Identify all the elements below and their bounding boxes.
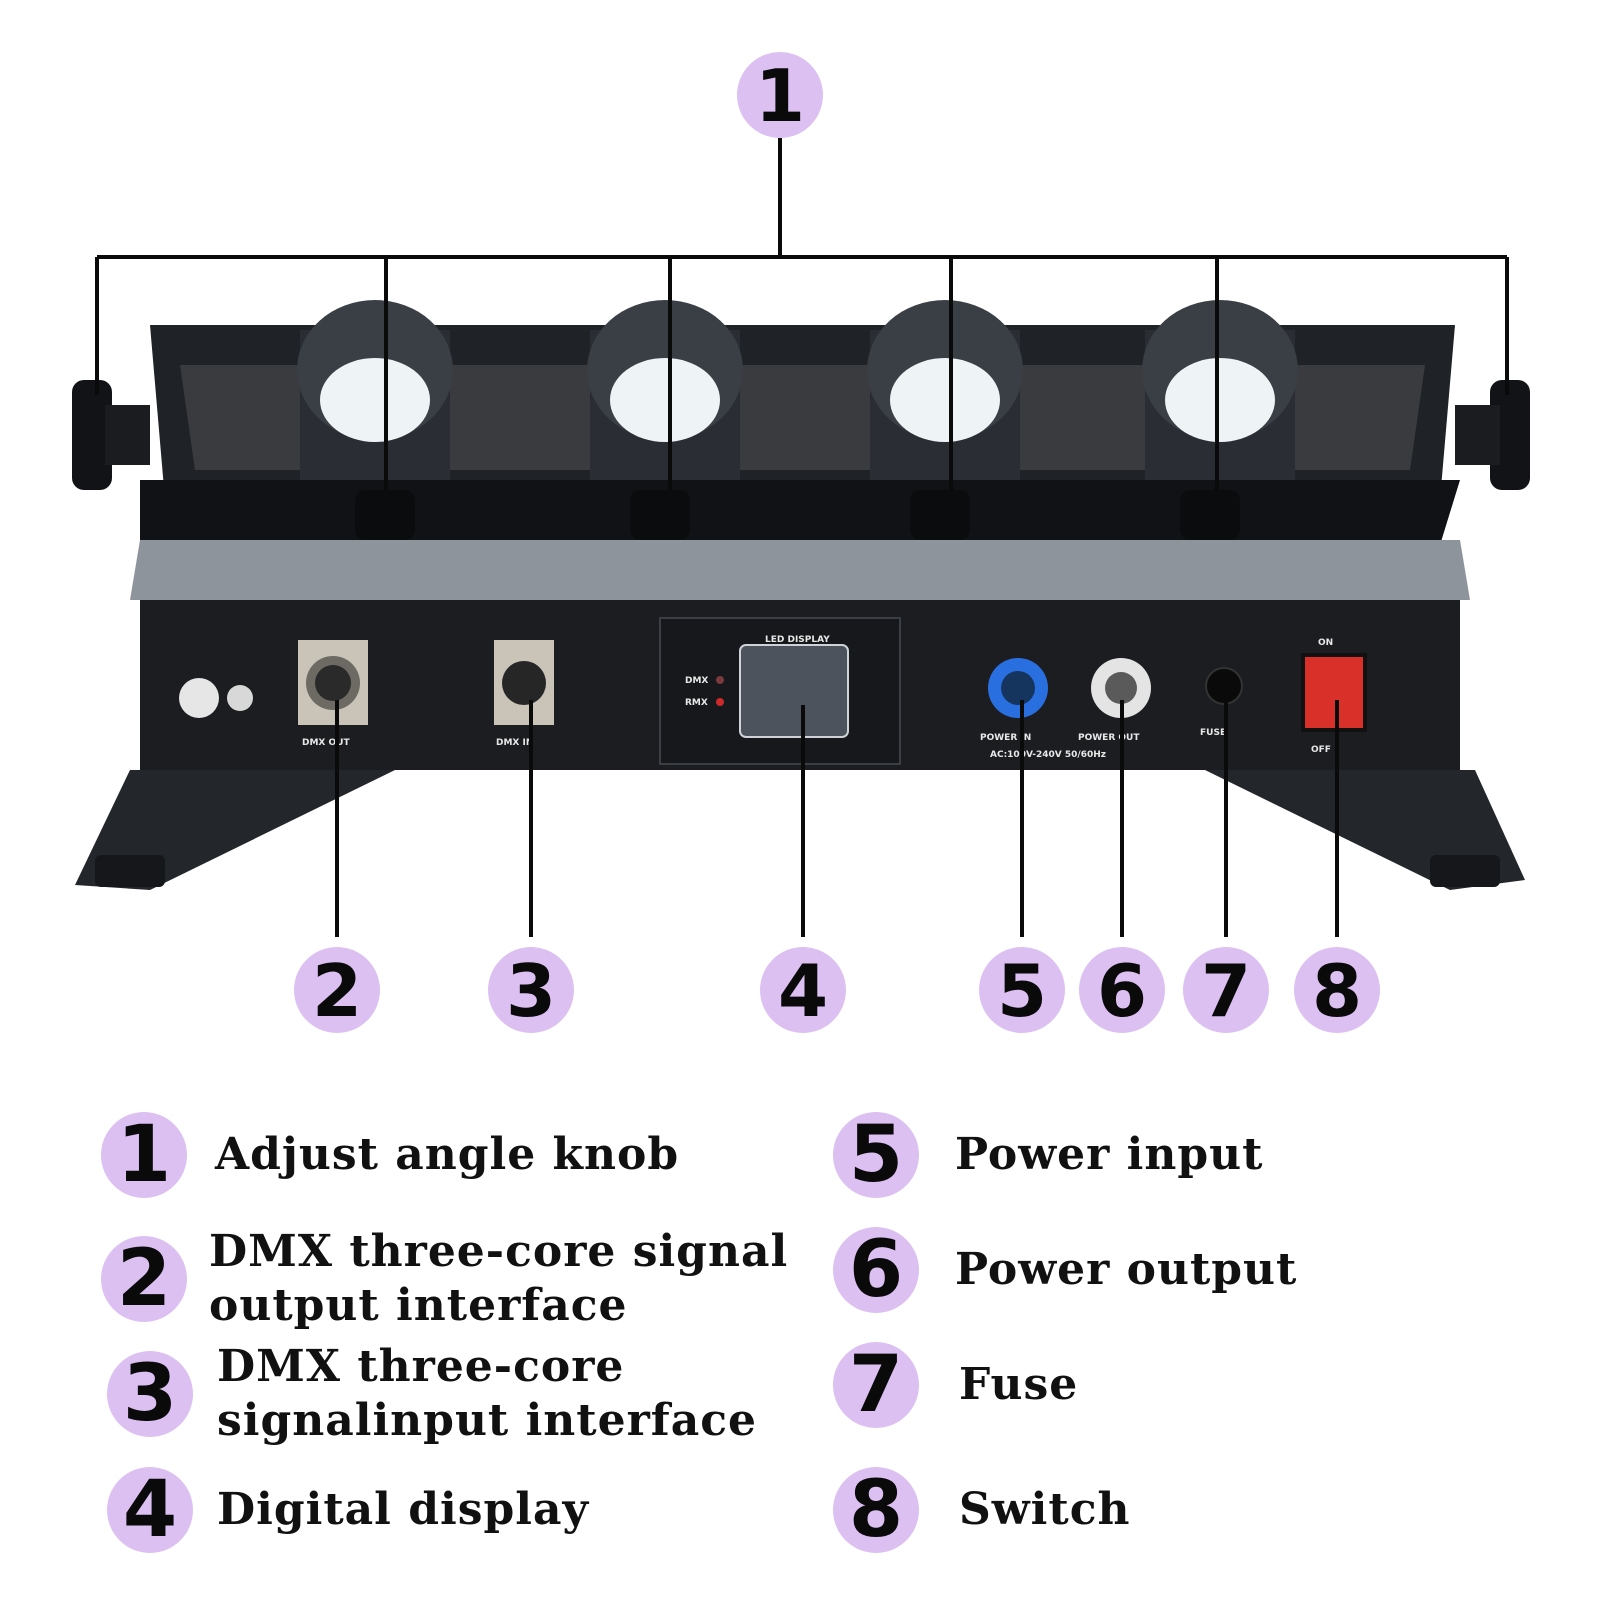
angle-knobs: [355, 490, 1240, 540]
power-in-label: POWER IN: [980, 733, 1031, 743]
legend-item-2: 2 DMX three-core signal output interface: [101, 1225, 788, 1333]
legend-item-6: 6 Power output: [833, 1225, 1297, 1315]
legend-line: DMX three-core signal: [209, 1226, 789, 1277]
legend-text: DMX three-core signalinput interface: [217, 1340, 757, 1448]
legend-item-1: 1 Adjust angle knob: [101, 1110, 679, 1200]
dmx-in-connector[interactable]: DMX IN: [494, 640, 554, 748]
legend-text: Fuse: [959, 1358, 1078, 1412]
side-knobs: [72, 380, 1530, 490]
legend-line: Digital display: [217, 1484, 590, 1535]
svg-text:8: 8: [1312, 949, 1362, 1033]
callout-badge-2: 2: [294, 947, 380, 1033]
svg-text:6: 6: [1097, 949, 1147, 1033]
power-switch[interactable]: ON OFF: [1301, 638, 1367, 755]
cert-sticker: [179, 678, 219, 718]
off-label: OFF: [1311, 745, 1331, 755]
rmx-led-label: RMX: [685, 698, 708, 708]
callout-badge-1: 1: [737, 52, 823, 138]
callout-badge-7: 7: [1183, 947, 1269, 1033]
callout-badge-4: 4: [760, 947, 846, 1033]
legend-line: Switch: [959, 1484, 1131, 1535]
svg-text:7: 7: [1201, 949, 1251, 1033]
legend-text: Adjust angle knob: [215, 1128, 679, 1182]
dmx-out-connector[interactable]: DMX OUT: [298, 640, 368, 748]
legend-number: 7: [833, 1340, 919, 1430]
voltage-label: AC:100V-240V 50/60Hz: [990, 750, 1106, 760]
yoke-bracket: [150, 325, 1455, 500]
legend-line: Adjust angle knob: [215, 1129, 680, 1180]
svg-text:5: 5: [997, 949, 1047, 1033]
legend-number: 5: [833, 1110, 919, 1200]
legend-item-4: 4 Digital display: [107, 1465, 589, 1555]
front-plate: [130, 480, 1470, 600]
svg-text:1: 1: [755, 54, 805, 138]
device-base: [75, 770, 1525, 890]
legend-item-7: 7 Fuse: [833, 1340, 1078, 1430]
legend-number: 4: [107, 1465, 193, 1555]
legend-number: 3: [107, 1349, 193, 1439]
callout-lines: [95, 138, 1509, 937]
callout-badge-6: 6: [1079, 947, 1165, 1033]
legend-number: 2: [101, 1234, 187, 1324]
callout-badge-5: 5: [979, 947, 1065, 1033]
dmx-out-label: DMX OUT: [302, 738, 350, 748]
legend-line: DMX three-core: [217, 1341, 625, 1392]
on-label: ON: [1318, 638, 1333, 648]
cert-sticker-small: [227, 685, 253, 711]
legend-line: Power input: [955, 1129, 1264, 1180]
legend-text: Switch: [959, 1483, 1130, 1537]
lcd-screen: [739, 644, 849, 738]
legend-item-3: 3 DMX three-core signalinput interface: [107, 1340, 757, 1448]
legend-line: Power output: [955, 1244, 1298, 1295]
legend-number: 1: [101, 1110, 187, 1200]
legend-number: 8: [833, 1465, 919, 1555]
fuse-label: FUSE: [1200, 728, 1226, 738]
callout-badge-8: 8: [1294, 947, 1380, 1033]
power-in-connector[interactable]: POWER IN: [980, 658, 1048, 743]
power-out-label: POWER OUT: [1078, 733, 1140, 743]
legend-item-5: 5 Power input: [833, 1110, 1263, 1200]
legend-item-8: 8 Switch: [833, 1465, 1130, 1555]
legend-line: signalinput interface: [217, 1395, 757, 1446]
emitter-tubes: [297, 300, 1298, 500]
led-display-label: LED DISPLAY: [765, 635, 830, 645]
digital-display-module[interactable]: LED DISPLAY DMX RMX: [659, 617, 901, 765]
legend-line: Fuse: [959, 1359, 1079, 1410]
svg-text:4: 4: [778, 949, 828, 1033]
legend-number: 6: [833, 1225, 919, 1315]
svg-text:2: 2: [312, 949, 362, 1033]
legend-line: output interface: [209, 1280, 628, 1331]
legend-text: Digital display: [217, 1483, 589, 1537]
callout-badge-3: 3: [488, 947, 574, 1033]
power-out-connector[interactable]: POWER OUT: [1078, 658, 1151, 743]
legend-text: Power input: [955, 1128, 1263, 1182]
legend-text: DMX three-core signal output interface: [209, 1225, 788, 1333]
svg-text:3: 3: [506, 949, 556, 1033]
dmx-led-label: DMX: [685, 676, 708, 686]
legend-text: Power output: [955, 1243, 1297, 1297]
dmx-in-label: DMX IN: [496, 738, 533, 748]
